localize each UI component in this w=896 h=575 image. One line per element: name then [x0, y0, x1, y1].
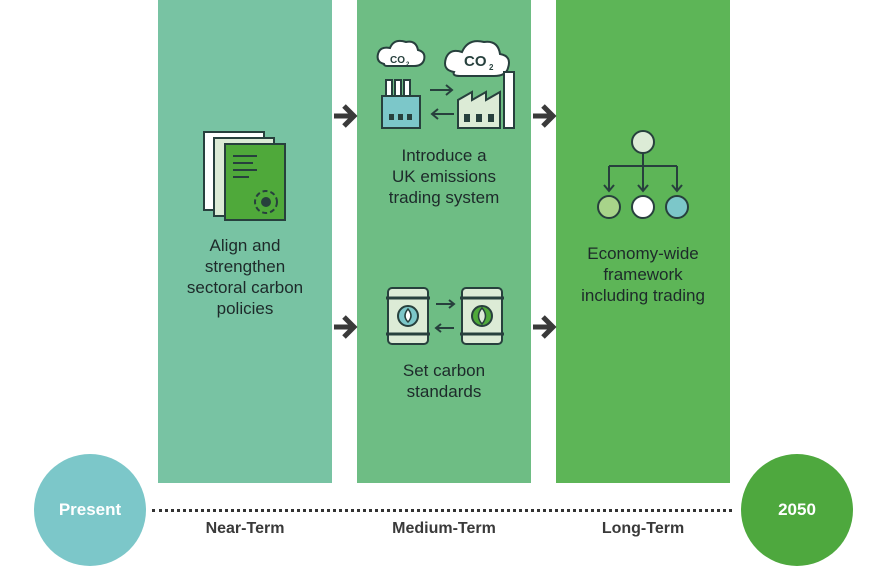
arrow-right-icon — [533, 104, 557, 128]
svg-text:2: 2 — [489, 63, 494, 72]
carbon-standards-label: Set carbon standards — [402, 361, 486, 401]
arrow-right-icon — [334, 104, 358, 128]
arrow-right-icon — [533, 315, 557, 339]
present-circle: Present — [34, 454, 146, 566]
arrow-right-icon — [334, 315, 358, 339]
timeline-line — [152, 509, 732, 512]
co2-factory-icon: CO 2 CO 2 — [376, 39, 515, 129]
policy-document-icon — [203, 131, 286, 221]
co2-large-text: CO — [464, 53, 487, 70]
framework-hierarchy-icon — [597, 130, 689, 219]
emissions-trading-label: Introduce a UK emissions trading system — [388, 146, 500, 207]
long-term-label: Economy-wide framework including trading — [581, 244, 705, 305]
long-term-label-timeline: Long-Term — [601, 520, 685, 537]
medium-term-label-timeline: Medium-Term — [392, 520, 496, 537]
svg-text:2: 2 — [406, 62, 410, 68]
near-term-label-timeline: Near-Term — [205, 520, 285, 537]
co2-small-text: CO — [390, 55, 405, 66]
carbon-standards-barrels-icon — [386, 287, 504, 345]
end-year-circle: 2050 — [741, 454, 853, 566]
near-term-label: Align and strengthen sectoral carbon pol… — [186, 236, 304, 318]
near-term-column — [158, 0, 332, 483]
long-term-column — [556, 0, 730, 483]
